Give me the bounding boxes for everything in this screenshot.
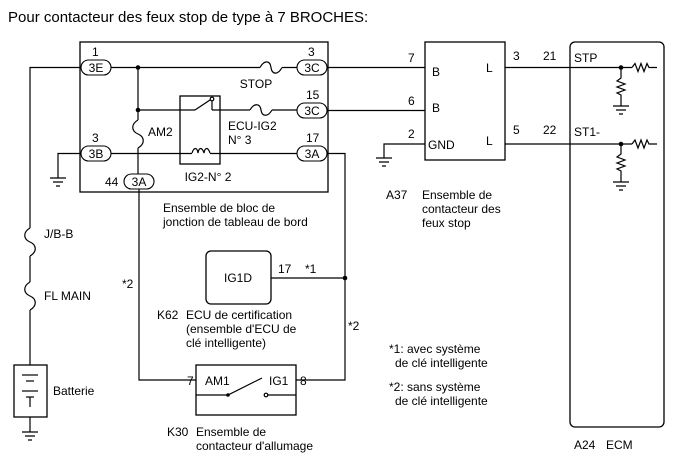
wire-gnd [383, 143, 425, 158]
certification-ecu-label-1: ECU de certification [186, 308, 292, 322]
ecm-name: ECM [606, 438, 633, 452]
ignition-switch-label-2: contacteur d'allumage [196, 439, 313, 453]
fuse-ecu-ig2-num: N° 3 [228, 133, 252, 147]
mark-2-left: *2 [122, 277, 134, 291]
mark-1: *1 [305, 262, 317, 276]
note-2-line-2: de clé intelligente [395, 394, 488, 408]
battery-label: Batterie [53, 384, 95, 398]
relay-contact [194, 99, 211, 111]
pin-3-left-label: 3 [92, 131, 99, 145]
wire-3b-ground [57, 152, 81, 178]
ignition-pivot [226, 393, 230, 397]
battery-icon [22, 374, 38, 407]
ignition-switch-outline [195, 364, 297, 416]
pin-17-ig1d-label: 17 [278, 262, 292, 276]
note-2-line-1: *2: sans système [389, 380, 481, 394]
stop-switch-term-b2: B [432, 101, 440, 115]
wire-am1-feed [138, 189, 196, 381]
fuse-fl-main-symbol [24, 281, 36, 311]
connector-3c-ecu-label: 3C [304, 104, 320, 118]
junction-block-label-1: Ensemble de bloc de [163, 201, 275, 215]
ignition-switch-label-1: Ensemble de [196, 425, 266, 439]
connector-3c-stop-label: 3C [304, 61, 320, 75]
ecm-pin-21: 21 [543, 49, 557, 63]
ecm-st1-pulldown-resistor [615, 144, 627, 182]
relay-contact-point [209, 96, 215, 102]
stop-switch-code: A37 [386, 188, 408, 202]
fuse-jbb-label: J/B-B [44, 227, 73, 241]
note-1-line-1: *1: avec système [389, 342, 481, 356]
junction-block-label-2: jonction de tableau de bord [162, 215, 308, 229]
stop-switch-outline [424, 41, 506, 161]
ignition-pin-7: 7 [187, 374, 194, 388]
certification-ecu-label-2: (ensemble d'ECU de [186, 322, 297, 336]
connector-3a-right-label: 3A [305, 147, 320, 161]
stop-switch-pin-7: 7 [408, 51, 415, 65]
fuse-ecu-ig2-symbol [249, 104, 273, 116]
fuse-ecu-ig2-label: ECU-IG2 [228, 119, 277, 133]
certification-ecu-code: K62 [157, 308, 179, 322]
connector-3b-label: 3B [89, 147, 104, 161]
ignition-switch-code: K30 [167, 425, 189, 439]
stop-switch-term-gnd: GND [428, 138, 455, 152]
stop-switch-label-1: Ensemble de [422, 188, 492, 202]
mark-2-right: *2 [348, 319, 360, 333]
stop-switch-pin-3: 3 [513, 49, 520, 63]
relay-ig2-outline [179, 95, 221, 165]
fuse-jbb-symbol [24, 227, 36, 257]
pin-15-label: 15 [306, 88, 320, 102]
diagram-title: Pour contacteur des feux stop de type à … [8, 9, 368, 26]
pin-17-right-label: 17 [306, 131, 320, 145]
certification-ecu-terminal: IG1D [224, 271, 252, 285]
ecm-stp-pulldown-resistor [615, 67, 627, 106]
fuse-stop-symbol [259, 61, 283, 74]
note-1-line-2: de clé intelligente [395, 356, 488, 370]
pin-3-right-label: 3 [308, 45, 315, 59]
fuse-am2-label: AM2 [148, 125, 173, 139]
connector-3a-bottom-label: 3A [132, 175, 147, 189]
ecm-signal-stp: STP [574, 51, 597, 65]
ecm-pin-22: 22 [543, 123, 557, 137]
ignition-am1-label: AM1 [205, 374, 230, 388]
ignition-ig1-label: IG1 [269, 374, 289, 388]
ecm-st1-ground [613, 181, 629, 191]
ecm-stp-ground [613, 105, 629, 115]
ecm-signal-st1: ST1- [574, 125, 600, 139]
stop-switch-term-l2: L [486, 134, 493, 148]
fuse-fl-main-label: FL MAIN [44, 289, 91, 303]
fuse-am2-symbol [132, 119, 144, 149]
stop-switch-term-l1: L [486, 61, 493, 75]
relay-ig2-label: IG2-N° 2 [185, 170, 232, 184]
stop-switch-pin-6: 6 [408, 94, 415, 108]
wire-3e-feed [29, 66, 81, 228]
certification-ecu-outline [205, 250, 272, 305]
stop-switch-pin-2: 2 [408, 127, 415, 141]
ground-battery-symbol [22, 431, 38, 441]
ecm-st1-series-resistor [631, 138, 657, 150]
wire-3a-17 [296, 152, 346, 381]
ignition-pin-8: 8 [300, 374, 307, 388]
connector-3e-label: 3E [89, 61, 104, 75]
ecm-code: A24 [574, 438, 596, 452]
stop-switch-pin-5: 5 [513, 123, 520, 137]
junction-block-outline [79, 41, 329, 193]
ground-stop-switch-symbol [376, 157, 392, 167]
fuse-stop-label: STOP [240, 77, 272, 91]
stop-switch-label-2: contacteur des [422, 202, 501, 216]
ecm-stp-series-resistor [631, 61, 657, 74]
stop-switch-term-b1: B [432, 65, 440, 79]
pin-44-label: 44 [105, 175, 119, 189]
ground-3b-symbol [50, 177, 66, 187]
pin-1-label: 1 [92, 45, 99, 59]
ecm-outline [569, 41, 665, 428]
certification-ecu-label-3: clé intelligente) [186, 336, 266, 350]
ignition-terminal-point [263, 392, 269, 398]
stop-switch-label-3: feux stop [422, 216, 471, 230]
relay-coil-symbol [191, 147, 211, 154]
